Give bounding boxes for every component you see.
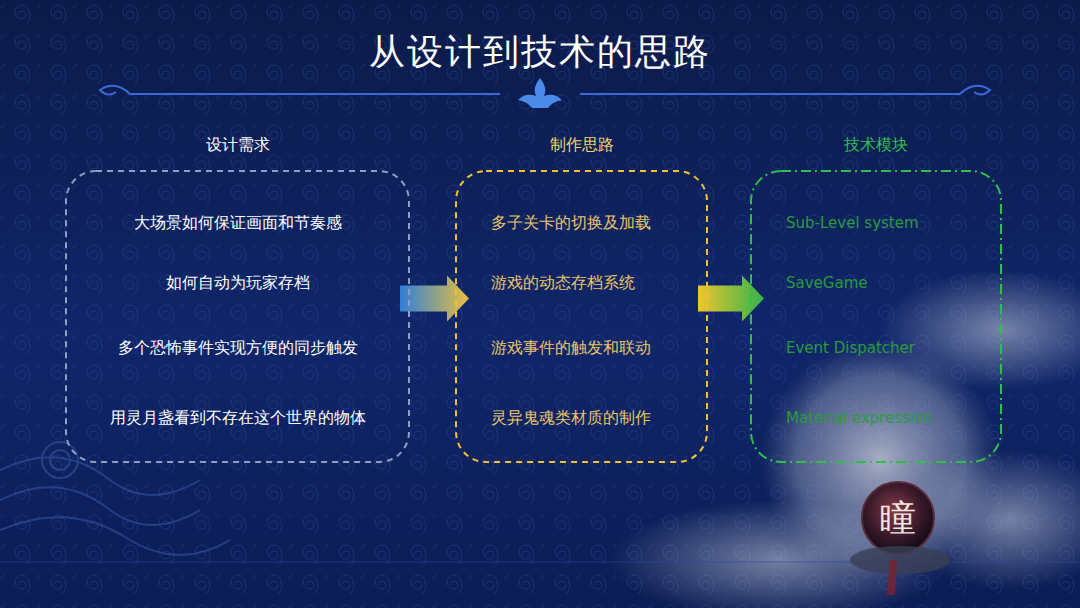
- requirement-box: 制作思路多子关卡的切换及加载游戏的动态存档系统游戏事件的触发和联动灵异鬼魂类材质…: [455, 133, 708, 463]
- column-heading: 技术模块: [844, 135, 908, 155]
- box-item: 如何自动为玩家存档: [166, 273, 310, 293]
- box-item: 多个恐怖事件实现方便的同步触发: [118, 338, 358, 358]
- box-item: 大场景如何保证画面和节奏感: [134, 213, 342, 233]
- box-item: 用灵月盏看到不存在这个世界的物体: [110, 408, 366, 428]
- box-item: SaveGame: [786, 273, 867, 293]
- flow-arrow: [400, 276, 469, 322]
- requirement-box: 技术模块 Sub-Level systemSaveGameEvent Dispat…: [750, 133, 1002, 463]
- box-item: 游戏的动态存档系统: [491, 273, 635, 293]
- box-item: 灵异鬼魂类材质的制作: [491, 408, 651, 428]
- box-item: Sub-Level system: [786, 213, 919, 233]
- box-item: 游戏事件的触发和联动: [491, 338, 651, 358]
- dashed-outline-rect: [456, 171, 707, 462]
- box-item: Material expression: [786, 408, 933, 428]
- column-heading: 设计需求: [206, 135, 270, 155]
- logo-glyph: 瞳: [880, 498, 916, 538]
- dashed-outline-rect: [751, 171, 1001, 462]
- slide-title: 从设计到技术的思路: [0, 30, 1080, 74]
- requirement-box: 设计需求大场景如何保证画面和节奏感如何自动为玩家存档多个恐怖事件实现方便的同步触…: [65, 133, 410, 463]
- box-item: 多子关卡的切换及加载: [491, 213, 651, 233]
- dashed-outline-rect: [66, 171, 409, 462]
- column-heading: 制作思路: [550, 135, 614, 155]
- box-item: Event Dispatcher: [786, 338, 915, 358]
